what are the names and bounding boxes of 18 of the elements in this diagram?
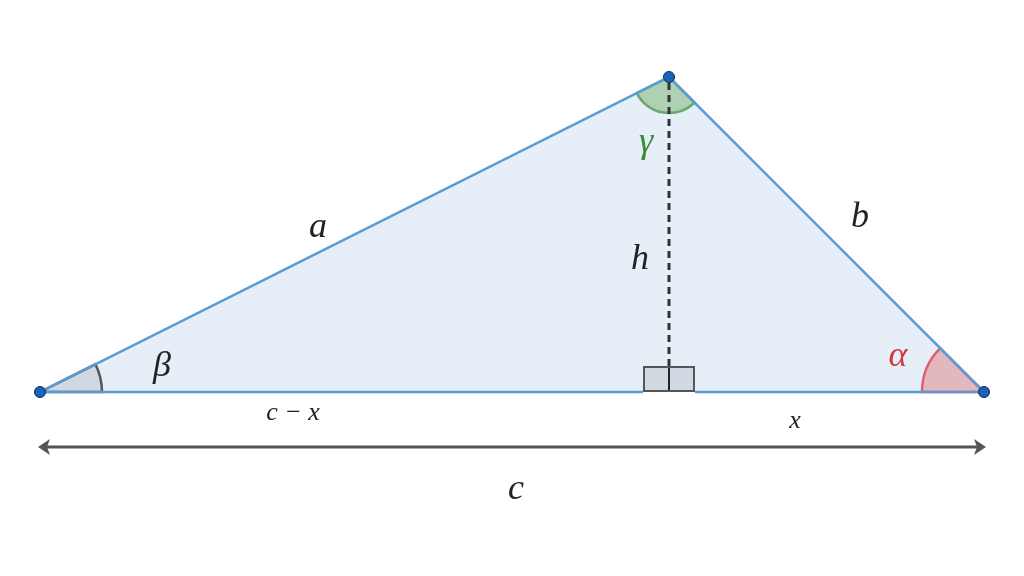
triangle-side (695, 390, 978, 394)
right-angle-mark (643, 366, 695, 392)
angle-label: γ (638, 122, 654, 158)
dimension-label: c (508, 469, 524, 505)
edge-label: b (851, 197, 869, 233)
angle-label: β (153, 346, 171, 382)
edge-label: h (631, 239, 649, 275)
edge-label: a (309, 207, 327, 243)
angle-label: α (888, 336, 908, 372)
triangle-side (44, 78, 665, 391)
vertex-point (978, 386, 990, 398)
triangle-side (46, 390, 643, 394)
vertex-point (34, 386, 46, 398)
vertex-point (663, 71, 675, 83)
edge-label: c − x (266, 399, 320, 425)
height-line (667, 83, 671, 366)
edge-label: x (789, 407, 801, 433)
triangle-side (672, 80, 981, 389)
